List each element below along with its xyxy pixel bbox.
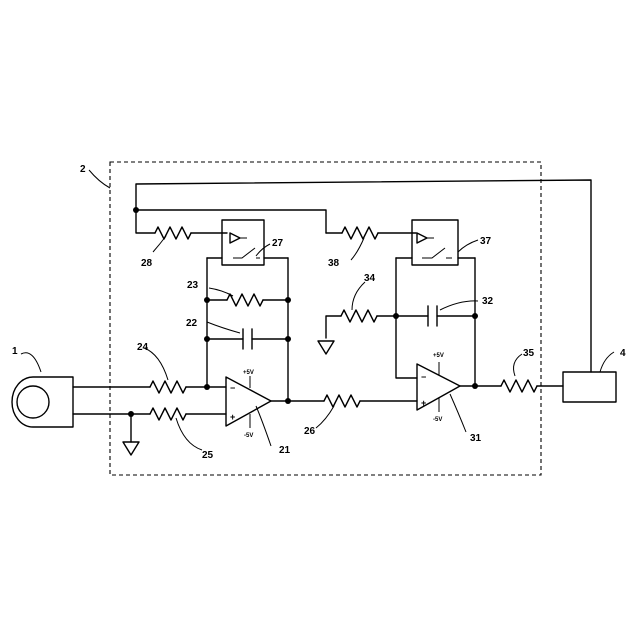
resistor-24 [150, 381, 186, 393]
ground-symbol [318, 341, 334, 354]
ref-resistor-24: 24 [137, 342, 149, 353]
junction [472, 383, 478, 389]
supply-pos-label: +5V [433, 353, 444, 359]
junction [204, 384, 210, 390]
ref-enclosure: 2 [80, 164, 86, 175]
supply-pos-label: +5V [243, 370, 254, 376]
switch-37 [412, 220, 458, 265]
capacitor-22 [243, 329, 252, 349]
junction [285, 297, 291, 303]
opamp-31: − + [417, 362, 460, 412]
resistor-28 [155, 227, 191, 239]
ref-output-device: 4 [620, 348, 626, 359]
ref-resistor-35: 35 [523, 348, 535, 359]
switch-control-bus [136, 210, 326, 233]
ground-symbol [123, 442, 139, 455]
sensor [12, 377, 73, 427]
junction [204, 336, 210, 342]
ref-resistor-34: 34 [364, 273, 376, 284]
resistor-38 [342, 227, 378, 239]
inverting-sign: − [421, 372, 426, 382]
ref-resistor-38: 38 [328, 258, 340, 269]
ref-opamp-31: 31 [470, 433, 482, 444]
capacitor-32 [428, 306, 437, 326]
ref-opamp-21: 21 [279, 445, 291, 456]
ref-switch-27: 27 [272, 238, 284, 249]
ref-capacitor-22: 22 [186, 318, 198, 329]
junction [204, 297, 210, 303]
inverting-sign: − [230, 383, 235, 393]
ref-resistor-25: 25 [202, 450, 214, 461]
opamp-21: − + [226, 376, 271, 428]
noninverting-sign: + [230, 412, 235, 422]
switch-27 [222, 220, 264, 265]
supply-neg-label: -5V [433, 417, 442, 423]
junction [472, 313, 478, 319]
ref-resistor-23: 23 [187, 280, 199, 291]
supply-neg-label: -5V [244, 433, 253, 439]
ref-resistor-28: 28 [141, 258, 153, 269]
output-device [563, 372, 616, 402]
junction [285, 336, 291, 342]
resistor-34 [341, 310, 377, 322]
noninverting-sign: + [421, 398, 426, 408]
resistor-35 [501, 380, 537, 392]
resistor-26 [324, 395, 360, 407]
ref-capacitor-32: 32 [482, 296, 494, 307]
ref-resistor-26: 26 [304, 426, 316, 437]
resistor-25 [150, 408, 186, 420]
ref-sensor: 1 [12, 346, 18, 357]
ref-switch-37: 37 [480, 236, 492, 247]
